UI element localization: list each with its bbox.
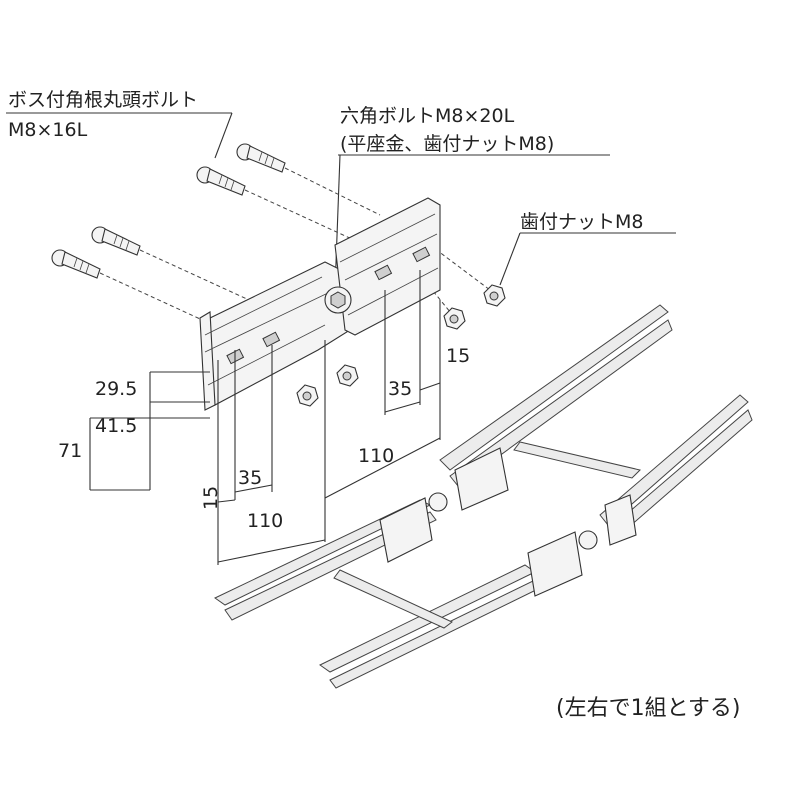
dim-29-5: 29.5 (95, 378, 137, 400)
boss-bolt-size: M8×16L (8, 119, 88, 141)
dim-71: 71 (58, 440, 82, 462)
hinge-plate-left (199, 261, 351, 411)
nut-icon (483, 284, 506, 307)
dim-110-left: 110 (247, 510, 283, 532)
nut-icon (336, 364, 359, 387)
cable-ladder (214, 304, 753, 689)
nut-icon (296, 384, 319, 407)
hinge-plate-right (334, 197, 441, 336)
hex-bolt-accessories: (平座金、歯付ナットM8) (340, 133, 554, 155)
dimension-lines (89, 270, 441, 565)
nut-icon (443, 307, 466, 330)
label-leaders (6, 112, 676, 291)
dim-110-right: 110 (358, 445, 394, 467)
dim-35-left: 35 (238, 467, 262, 489)
dim-41-5: 41.5 (95, 415, 137, 437)
hex-bolt-center (324, 286, 352, 314)
toothed-nut-label: 歯付ナットM8 (520, 211, 643, 233)
toothed-nuts (296, 284, 506, 407)
dim-35-right: 35 (388, 378, 412, 400)
footnote: (左右で1組とする) (556, 696, 741, 721)
dim-15-left: 15 (200, 486, 222, 510)
boss-bolt-label: ボス付角根丸頭ボルト (8, 89, 198, 111)
bolt-icon (236, 143, 286, 173)
bolt-icon (51, 249, 101, 279)
bolt-icon (196, 166, 246, 196)
hex-bolt-label: 六角ボルトM8×20L (340, 105, 515, 127)
bolt-icon (91, 226, 141, 256)
boss-bolts (51, 143, 286, 279)
dim-15-right: 15 (446, 345, 470, 367)
